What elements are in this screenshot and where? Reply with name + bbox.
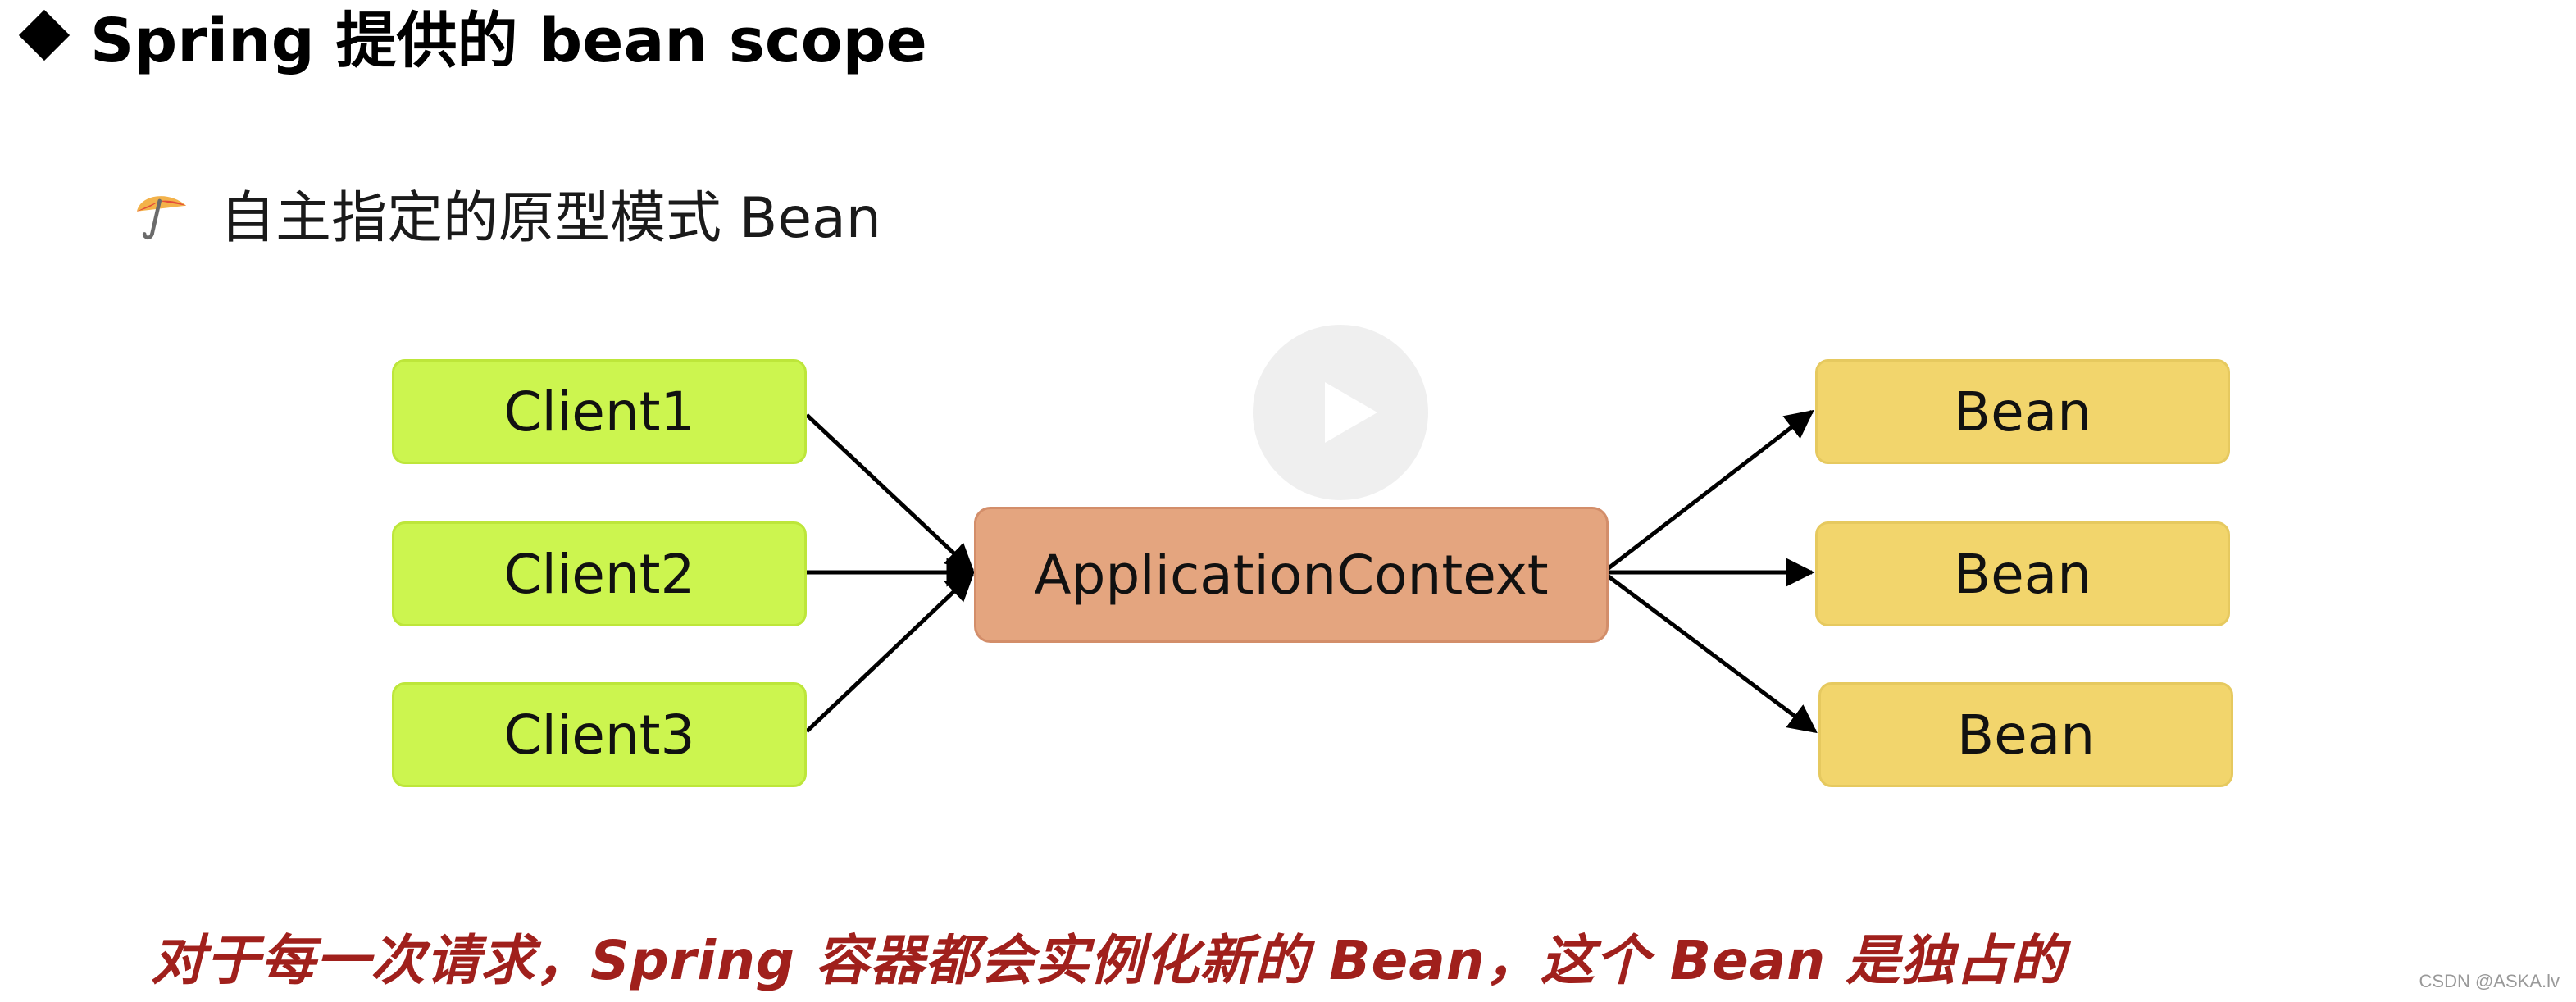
arrow-client3-to-context bbox=[805, 572, 975, 733]
arrow-client1-to-context bbox=[805, 413, 975, 573]
watermark: CSDN @ASKA.lv bbox=[2419, 971, 2560, 991]
title-text: Spring 提供的 bean scope bbox=[90, 5, 927, 76]
note-text: 对于每一次请求，Spring 容器都会实例化新的 Bean，这个 Bean 是独… bbox=[151, 929, 2066, 992]
subtitle-text: 自主指定的原型模式 Bean bbox=[220, 186, 881, 251]
bean3-box: Bean bbox=[1818, 682, 2233, 787]
application-context-box: ApplicationContext bbox=[974, 507, 1609, 643]
umbrella-icon bbox=[136, 195, 187, 239]
arrow-context-to-bean1 bbox=[1604, 409, 1814, 572]
slide-title: Spring 提供的 bean scope bbox=[15, 0, 927, 76]
client3-box: Client3 bbox=[392, 682, 807, 787]
bean1-box: Bean bbox=[1815, 359, 2230, 464]
play-icon[interactable] bbox=[1253, 325, 1428, 500]
subtitle-row: 自主指定的原型模式 Bean bbox=[131, 172, 881, 253]
bean2-box: Bean bbox=[1815, 521, 2230, 626]
client2-box: Client2 bbox=[392, 521, 807, 626]
client1-box: Client1 bbox=[392, 359, 807, 464]
arrow-context-to-bean3 bbox=[1604, 572, 1818, 734]
